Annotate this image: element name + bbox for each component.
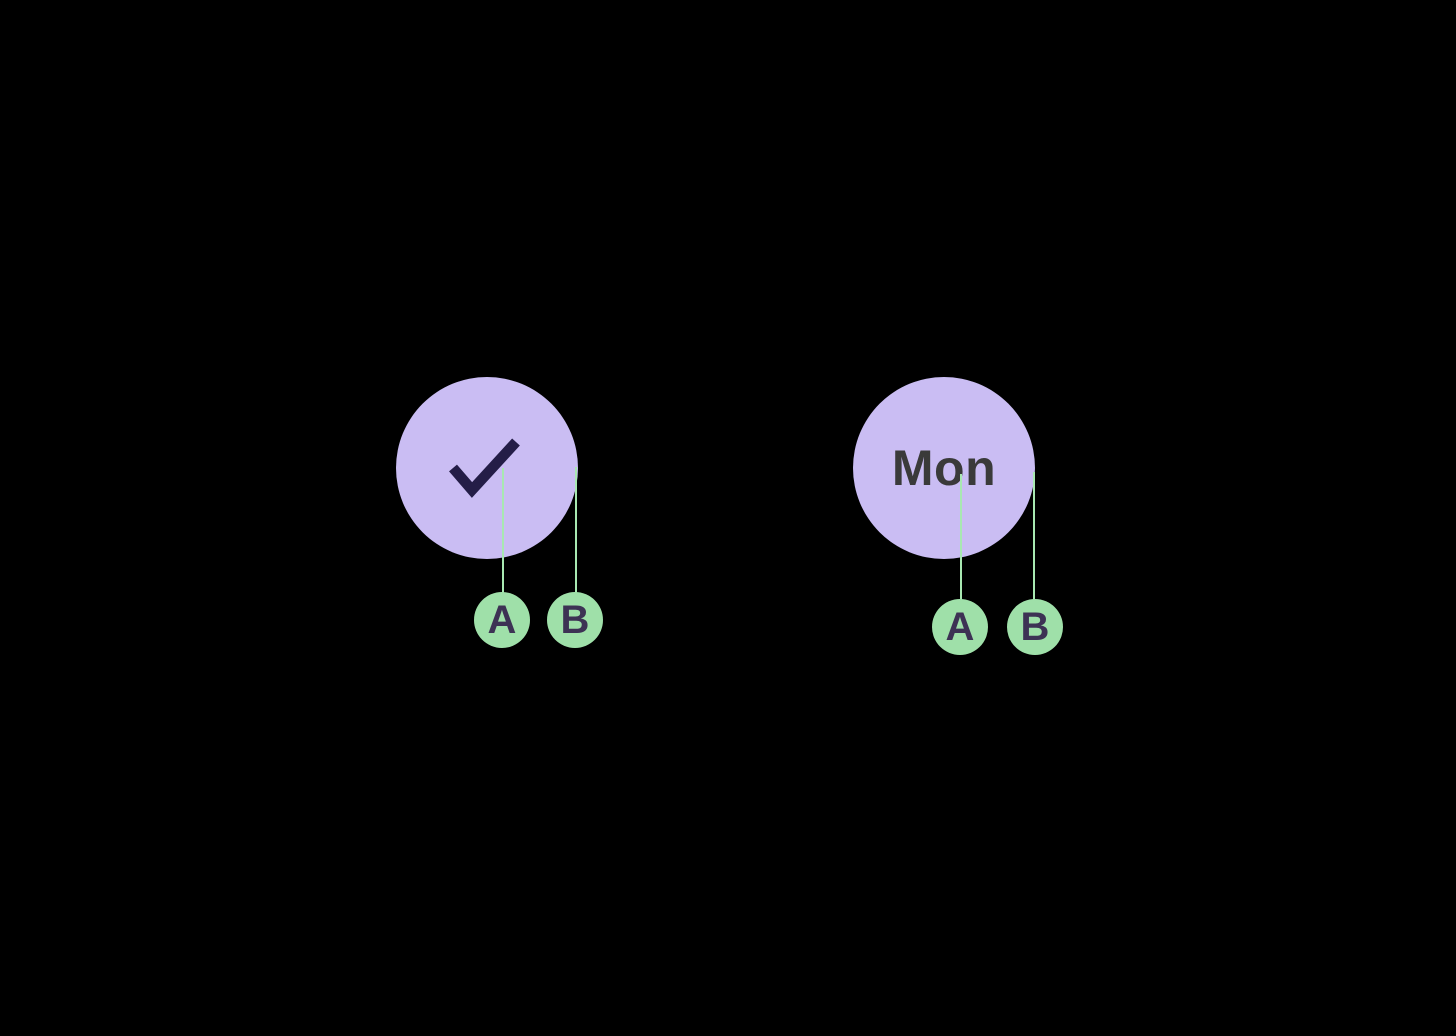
check-node-circle[interactable]	[396, 377, 578, 559]
connector-badge-a[interactable]: A	[932, 599, 988, 655]
connector-line-a	[960, 474, 962, 601]
connector-line-b	[1033, 472, 1035, 601]
badge-label: B	[1020, 605, 1050, 649]
checkmark-icon	[449, 438, 520, 498]
connector-badge-b[interactable]: B	[1007, 599, 1063, 655]
connector-badge-b[interactable]: B	[547, 592, 603, 648]
connector-line-a	[502, 468, 504, 594]
badge-label: B	[560, 598, 590, 642]
mon-node-circle[interactable]: Mon	[853, 377, 1035, 559]
connector-badge-a[interactable]: A	[474, 592, 530, 648]
badge-label: A	[945, 605, 975, 649]
mon-node-label: Mon	[891, 440, 997, 496]
connector-line-b	[575, 467, 577, 594]
badge-label: A	[487, 598, 517, 642]
